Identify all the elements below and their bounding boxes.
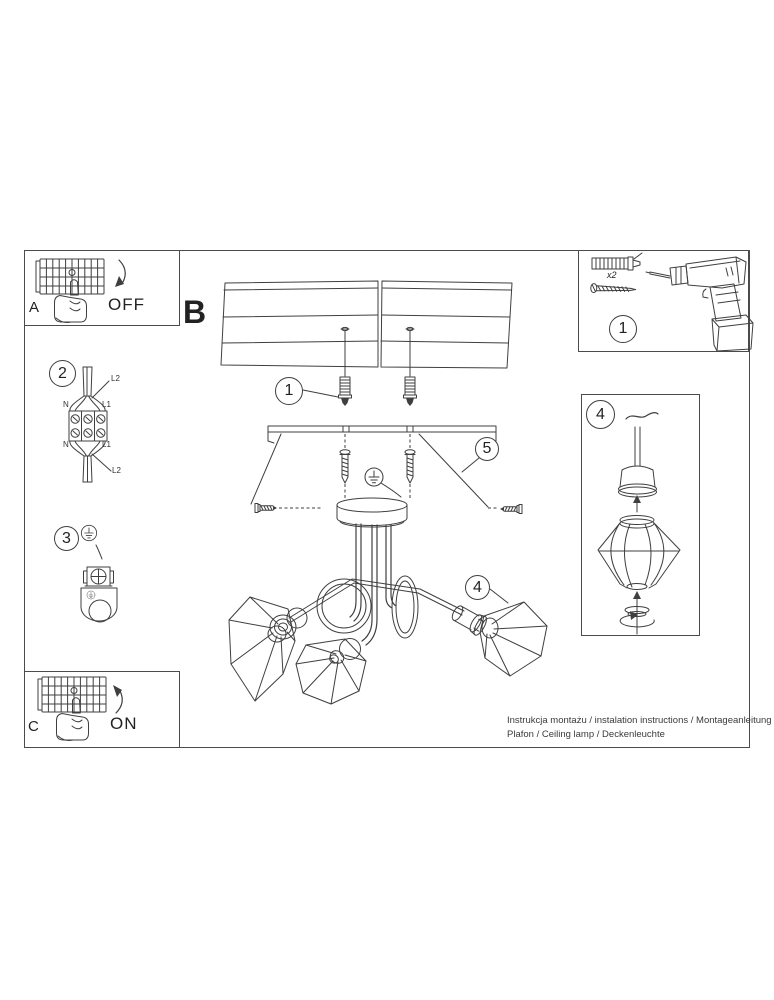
callout-step3-number: 3 bbox=[62, 529, 71, 547]
section-label-c: C bbox=[28, 718, 39, 735]
footer-text: Instrukcja montażu / instalation instruc… bbox=[507, 714, 772, 741]
wire-label-l2-bottom: L2 bbox=[112, 466, 121, 475]
section-label-a: A bbox=[29, 299, 40, 316]
wire-label-n-bottom: N bbox=[63, 440, 69, 449]
callout-step1-anchors: 1 bbox=[275, 377, 303, 405]
section-label-b: B bbox=[183, 294, 207, 330]
callout-step4-box-number: 4 bbox=[596, 405, 605, 423]
callout-step5: 5 bbox=[475, 437, 499, 461]
callout-step5-number: 5 bbox=[482, 440, 492, 457]
mounting-bracket-drawing bbox=[267, 425, 497, 499]
callout-step3: 3 bbox=[54, 526, 79, 551]
switch-off-label: OFF bbox=[108, 295, 145, 314]
callout-step4-box: 4 bbox=[586, 400, 615, 429]
footer-line-1: Instrukcja montażu / instalation instruc… bbox=[507, 715, 772, 726]
shade-assembly-drawing bbox=[597, 412, 681, 635]
box-tools-border bbox=[578, 250, 749, 352]
callout-step2-number: 2 bbox=[58, 364, 67, 382]
wall-anchors-drawing bbox=[302, 376, 417, 407]
callout-step1-tools-number: 1 bbox=[618, 320, 628, 337]
box-shade-border bbox=[581, 394, 700, 636]
callout-step1-anchors-number: 1 bbox=[284, 382, 294, 399]
breaker-panel-on-drawing bbox=[37, 676, 123, 741]
ground-bracket-drawing bbox=[80, 524, 118, 623]
anchor-quantity-label: x2 bbox=[607, 270, 617, 280]
callout-step4-center: 4 bbox=[465, 575, 490, 600]
canopy-drawing bbox=[250, 433, 523, 528]
sheet-border bbox=[24, 250, 750, 748]
callout-step1-tools: 1 bbox=[609, 315, 637, 343]
drill-drawing bbox=[645, 256, 754, 352]
wire-label-n-top: N bbox=[63, 400, 69, 409]
ceiling-panels-drawing bbox=[220, 280, 513, 377]
tools-drawing bbox=[590, 252, 754, 352]
footer-line-2: Plafon / Ceiling lamp / Deckenleuchte bbox=[507, 728, 665, 740]
ground-symbol-center bbox=[364, 467, 402, 498]
chandelier-drawing bbox=[228, 523, 548, 705]
box-a-border bbox=[24, 250, 180, 326]
wiring-diagram-drawing bbox=[68, 366, 112, 483]
wire-label-l2-top: L2 bbox=[111, 374, 120, 383]
switch-on-label: ON bbox=[110, 714, 138, 733]
callout-step4-center-number: 4 bbox=[473, 578, 482, 596]
breaker-panel-off-drawing bbox=[35, 258, 126, 323]
callout-step2: 2 bbox=[49, 360, 76, 387]
box-c-border bbox=[24, 671, 180, 748]
wire-label-l1-top: L1 bbox=[102, 400, 111, 409]
wire-label-l1-bottom: L1 bbox=[102, 440, 111, 449]
